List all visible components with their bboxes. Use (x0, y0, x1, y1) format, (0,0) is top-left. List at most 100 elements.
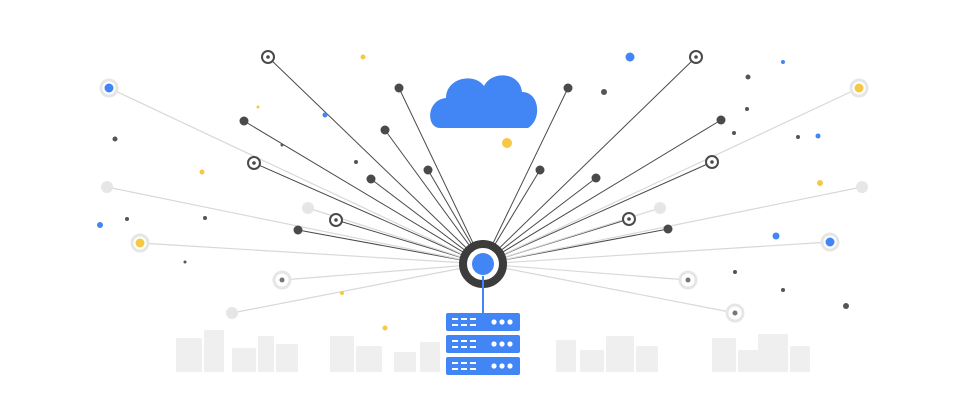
node-dot (366, 174, 376, 184)
vent-slot (470, 324, 476, 326)
building (606, 336, 634, 372)
node-light (226, 307, 238, 319)
node-dot (663, 224, 673, 234)
vent-slot (470, 346, 476, 348)
building (356, 346, 382, 372)
vent-slot (452, 340, 458, 342)
vent-slot (461, 340, 467, 342)
building (580, 350, 604, 372)
spoke-line (267, 56, 484, 265)
building (258, 336, 274, 372)
node-ring-center (627, 217, 631, 221)
decorative-dot (360, 54, 366, 60)
node-gray-center (279, 277, 285, 283)
spoke-line (398, 87, 484, 265)
status-light (491, 341, 497, 347)
spoke-line (482, 186, 863, 265)
building (738, 350, 758, 372)
vent-slot (470, 362, 476, 364)
node-ring-center (334, 218, 338, 222)
decorative-dot (745, 107, 749, 111)
decorative-dot (256, 105, 260, 109)
decorative-dot (733, 270, 737, 274)
server-panel (446, 313, 520, 331)
decorative-dot (340, 291, 344, 295)
node-dot (716, 115, 726, 125)
spoke-line (482, 241, 831, 265)
network-nodes (99, 50, 869, 323)
spoke-line (482, 119, 722, 265)
decorative-dot (502, 138, 512, 148)
spoke-line (108, 87, 484, 265)
building (556, 340, 576, 372)
decorative-dot (815, 133, 821, 139)
decorative-dot (796, 135, 800, 139)
decorative-dot (772, 232, 780, 240)
server-rack-icon (446, 313, 520, 375)
spoke-line (243, 120, 484, 265)
status-light (499, 341, 505, 347)
spoke-line (482, 263, 736, 314)
vent-slot (470, 368, 476, 370)
spoke-line (482, 87, 569, 265)
building (204, 330, 224, 372)
node-dot (535, 165, 545, 175)
spoke-line (297, 229, 484, 265)
building (758, 334, 788, 372)
decorative-dot (745, 74, 751, 80)
status-light (491, 363, 497, 369)
hub-core (472, 253, 494, 275)
vent-slot (461, 362, 467, 364)
node-light (101, 181, 113, 193)
node-light (302, 202, 314, 214)
cloud-shape (430, 75, 538, 128)
decorative-dot (199, 169, 205, 175)
node-dot (239, 116, 249, 126)
server-panel (446, 357, 520, 375)
vent-slot (461, 318, 467, 320)
status-light (491, 319, 497, 325)
vent-slot (452, 362, 458, 364)
vent-slot (452, 324, 458, 326)
scattered-dots (97, 52, 849, 331)
vent-slot (461, 346, 467, 348)
building (790, 346, 810, 372)
node-dot (293, 225, 303, 235)
decorative-dot (125, 217, 129, 221)
cloud-icon (430, 75, 538, 128)
decorative-dot (625, 52, 635, 62)
building (420, 342, 440, 372)
vent-slot (452, 368, 458, 370)
node-gray-center (732, 310, 738, 316)
decorative-dot (322, 112, 328, 118)
node-ring-center (710, 160, 714, 164)
spoke-line (482, 87, 860, 265)
decorative-dot (732, 131, 736, 135)
spoke-line (482, 56, 697, 265)
vent-slot (470, 340, 476, 342)
decorative-dot (817, 180, 823, 186)
decorative-dot (183, 260, 187, 264)
spoke-line (482, 263, 689, 281)
spoke-line (231, 263, 484, 314)
server-panel (446, 335, 520, 353)
building (330, 336, 354, 372)
vent-slot (461, 368, 467, 370)
server-unit (446, 313, 520, 331)
node-yellow-center (135, 238, 145, 248)
building (636, 346, 658, 372)
node-dot (394, 83, 404, 93)
node-yellow-center (854, 83, 864, 93)
decorative-dot (601, 89, 607, 95)
node-gray-center (685, 277, 691, 283)
status-light (499, 363, 505, 369)
status-light (507, 363, 513, 369)
node-ring-center (252, 161, 256, 165)
decorative-dot (97, 222, 103, 228)
decorative-dot (203, 216, 207, 220)
decorative-dot (280, 143, 284, 147)
building (394, 352, 416, 372)
node-dot (380, 125, 390, 135)
node-ring-center (266, 55, 270, 59)
